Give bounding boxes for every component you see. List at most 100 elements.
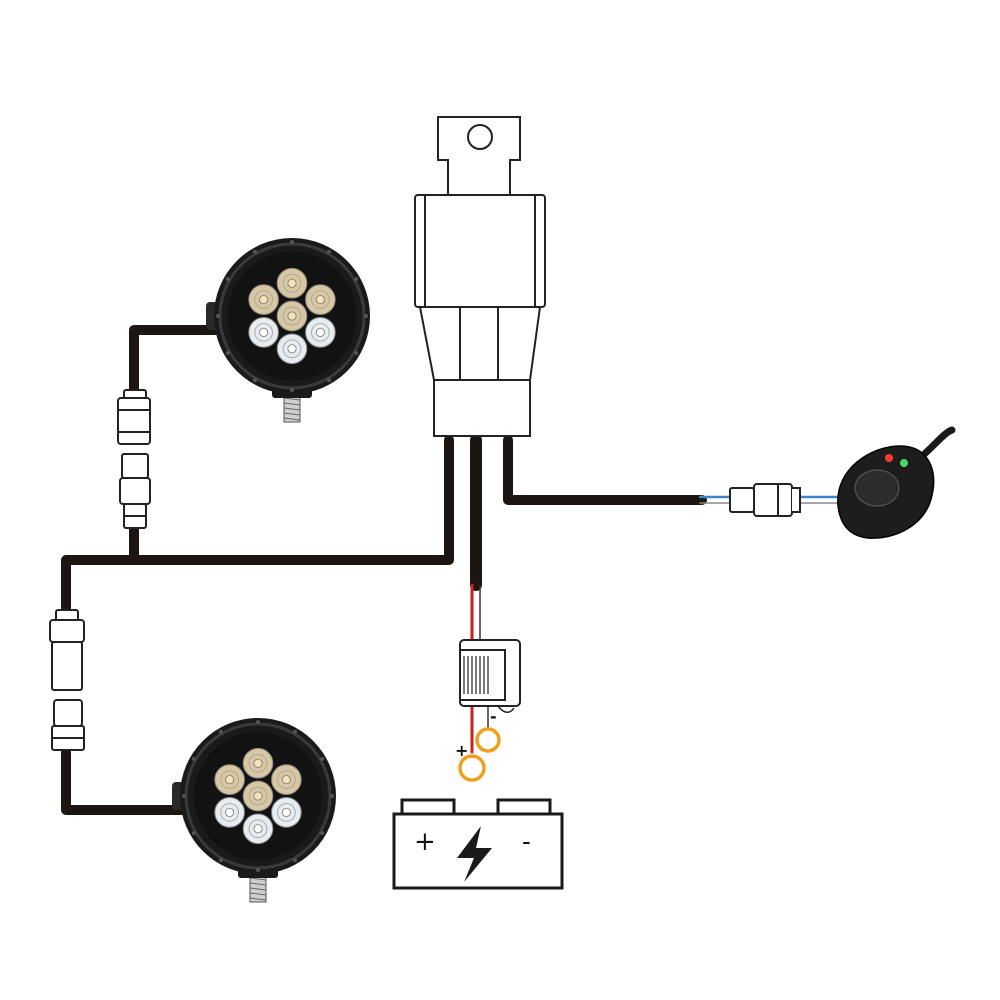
- relay-socket: [418, 306, 542, 437]
- lamp-bezel-screw: [320, 831, 325, 835]
- led-reflector-ring: [282, 306, 302, 326]
- led-chip: [259, 327, 269, 337]
- lamp-stud-thread: [283, 417, 301, 421]
- lamp-bezel-screw: [216, 314, 220, 318]
- positive-ring-terminal: [458, 754, 486, 782]
- battery-positive-post: [400, 798, 456, 816]
- negative-ring-terminal: [475, 727, 501, 753]
- relay-body-edge: [424, 195, 536, 307]
- lamp-bezel-screw: [256, 868, 260, 872]
- led-chip: [287, 311, 297, 321]
- lamp-stud-thread: [249, 877, 267, 881]
- lamp-stud-thread: [249, 897, 267, 901]
- led-reflector-ring: [248, 819, 268, 839]
- led-chip: [287, 278, 297, 288]
- led-chip: [315, 295, 325, 305]
- lamp-bezel-screw: [290, 388, 294, 392]
- lamp-bezel-screw: [364, 314, 368, 318]
- led-chip: [281, 775, 291, 785]
- led-reflector-ring: [310, 322, 330, 342]
- switch-cable: [916, 426, 956, 462]
- switch-pigtail: [698, 495, 842, 504]
- led-spotlight-icon: [172, 718, 336, 903]
- battery-icon: [392, 798, 564, 890]
- led-reflector-ring: [254, 322, 274, 342]
- switch-wire: [503, 435, 707, 505]
- lamp-stud-thread: [283, 407, 301, 411]
- lamp-bezel-screw: [293, 858, 297, 863]
- power-leads: [470, 583, 489, 754]
- switch-green-indicator: [900, 459, 908, 467]
- led-chip: [253, 791, 263, 801]
- lamp-bezel-screw: [182, 794, 186, 798]
- led-chip: [225, 807, 235, 817]
- relay-mount-hole: [467, 124, 493, 150]
- lamp-bezel-screw: [253, 249, 257, 254]
- lamp-bezel-screw: [293, 729, 297, 734]
- led-chip: [253, 758, 263, 768]
- lamp-bezel-screw: [327, 249, 331, 254]
- switch-connector: [729, 483, 801, 517]
- lamp-bezel-screw: [191, 757, 196, 761]
- led-chip: [259, 295, 269, 305]
- lamp-bezel-screw: [225, 277, 230, 281]
- lamp-bezel-screw: [354, 351, 359, 355]
- switch-button: [854, 469, 900, 507]
- led-reflector-ring: [248, 753, 268, 773]
- lamp-bezel-screw: [330, 794, 334, 798]
- ring-terminals: [458, 727, 501, 782]
- lamp-stud-thread: [249, 887, 267, 891]
- bottom-lamp-lead-wire: [61, 747, 187, 815]
- lamp-bezel-screw: [253, 378, 257, 383]
- led-chip: [225, 775, 235, 785]
- fuse-clip: [497, 705, 515, 713]
- lamp-stud-thread: [283, 412, 301, 416]
- top-lamp-lead-wire: [129, 325, 221, 397]
- battery-negative-post: [496, 798, 552, 816]
- led-reflector-ring: [276, 770, 296, 790]
- led-reflector-ring: [254, 290, 274, 310]
- lamp-bezel-screw: [191, 831, 196, 835]
- top-lamp-connector: [117, 389, 151, 529]
- led-chip: [253, 824, 263, 834]
- led-reflector-ring: [282, 273, 302, 293]
- led-chip: [287, 344, 297, 354]
- inline-fuse-holder-icon: [459, 639, 521, 713]
- wiring-harness: [61, 325, 707, 815]
- led-reflector-ring: [220, 770, 240, 790]
- led-reflector-ring: [220, 802, 240, 822]
- switch-red-indicator: [885, 454, 893, 462]
- lightning-bolt-icon: [457, 826, 492, 882]
- led-chip: [315, 327, 325, 337]
- lamp-stud-thread: [249, 892, 267, 896]
- battery-positive-label: +: [414, 827, 436, 857]
- led-reflector-ring: [276, 802, 296, 822]
- terminal-positive-label: +: [455, 741, 468, 760]
- lamp-stud-thread: [283, 397, 301, 401]
- lamp-bezel-screw: [320, 757, 325, 761]
- lamp-bezel-screw: [327, 378, 331, 383]
- led-reflector-ring: [310, 290, 330, 310]
- relay-socket-ribs: [434, 307, 530, 381]
- led-reflector-ring: [282, 339, 302, 359]
- lamp-bezel-screw: [219, 729, 223, 734]
- bottom-lamp-connector: [49, 609, 85, 751]
- led-spotlight-icon: [206, 238, 370, 423]
- lamp-feed-wire: [61, 435, 454, 617]
- relay-icon: [414, 116, 546, 437]
- push-button-switch-icon: [837, 426, 956, 539]
- led-reflector-ring: [248, 786, 268, 806]
- lamp-bezel-screw: [256, 720, 260, 724]
- lamp-bezel-screw: [219, 858, 223, 863]
- relay-body: [414, 194, 546, 308]
- lamp-bezel-screw: [354, 277, 359, 281]
- fuse-cap: [460, 649, 506, 701]
- led-chip: [281, 807, 291, 817]
- lamp-stud-thread: [249, 882, 267, 886]
- lamp-bezel-screw: [290, 240, 294, 244]
- terminal-negative-label: -: [490, 707, 497, 726]
- battery-negative-label: -: [522, 827, 531, 857]
- lamp-stud-thread: [283, 402, 301, 406]
- lamp-bezel-screw: [225, 351, 230, 355]
